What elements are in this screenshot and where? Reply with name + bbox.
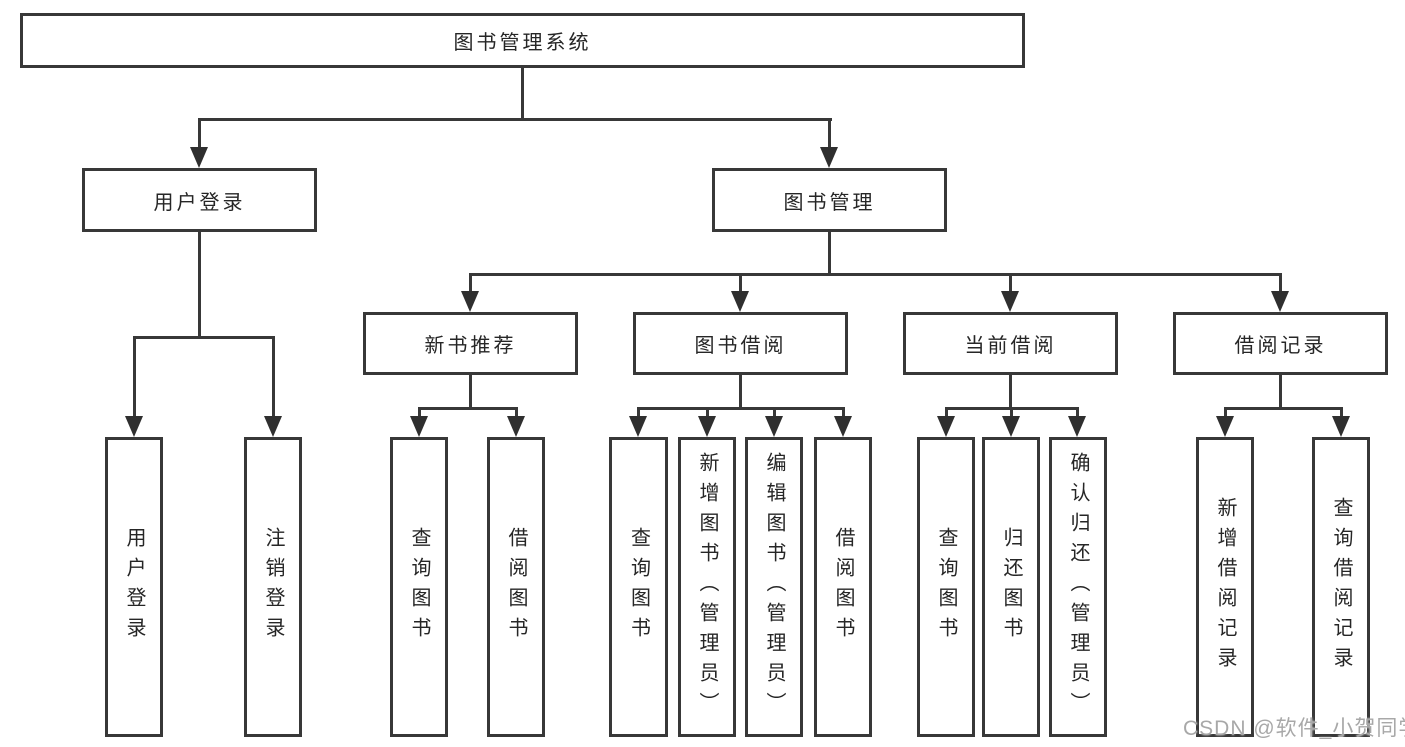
leaf-nb-query-books-label: 查询图书 [408, 527, 430, 647]
connector-drop-book-management [828, 118, 831, 150]
node-book-borrow: 图书借阅 [633, 312, 848, 375]
connector-drop-borrow-records [1279, 273, 1282, 295]
node-book-borrow-label: 图书借阅 [694, 335, 787, 357]
arrowhead-cb-return [1002, 416, 1020, 437]
leaf-bb-edit-books-admin-label: 编辑图书（管理员） [763, 452, 785, 722]
connector-drop-br-add [1224, 407, 1227, 421]
arrowhead-br-add [1216, 416, 1234, 437]
node-current-borrow-label: 当前借阅 [964, 335, 1057, 357]
node-new-books-label: 新书推荐 [424, 335, 517, 357]
connector-drop-br-query [1340, 407, 1343, 421]
connector-drop-cb-confirm [1076, 407, 1079, 421]
connector-drop-nb-query [418, 407, 421, 421]
connector-drop-book-borrow [739, 273, 742, 295]
leaf-br-query-record-label: 查询借阅记录 [1330, 497, 1352, 677]
arrowhead-book-management [820, 147, 838, 168]
leaf-br-add-record: 新增借阅记录 [1196, 437, 1254, 737]
leaf-bb-edit-books-admin: 编辑图书（管理员） [745, 437, 803, 737]
leaf-br-query-record: 查询借阅记录 [1312, 437, 1370, 737]
node-new-books: 新书推荐 [363, 312, 578, 375]
connector-drop-cb-return [1010, 407, 1013, 421]
connector-drop-new-books [469, 273, 472, 295]
arrowhead-logout-leaf [264, 416, 282, 437]
node-root: 图书管理系统 [20, 13, 1025, 68]
connector-drop-login-leaf [133, 336, 136, 418]
connector-book-borrow-stem [739, 375, 742, 407]
connector-new-books-stem [469, 375, 472, 407]
leaf-user-login: 用户登录 [105, 437, 163, 737]
node-root-label: 图书管理系统 [453, 32, 592, 54]
connector-user-login-bar [133, 336, 274, 339]
node-user-login: 用户登录 [82, 168, 317, 232]
connector-borrow-records-stem [1279, 375, 1282, 407]
leaf-cb-query-books: 查询图书 [917, 437, 975, 737]
connector-book-borrow-bar [637, 407, 844, 410]
node-book-management-label: 图书管理 [783, 191, 876, 214]
csdn-watermark: CSDN @软件_小贺同学 [1183, 712, 1405, 742]
leaf-logout: 注销登录 [244, 437, 302, 737]
arrowhead-new-books [461, 291, 479, 312]
arrowhead-login-leaf [125, 416, 143, 437]
arrowhead-nb-borrow [507, 416, 525, 437]
leaf-bb-add-books-admin: 新增图书（管理员） [678, 437, 736, 737]
leaf-cb-return-books: 归还图书 [982, 437, 1040, 737]
leaf-bb-borrow-books: 借阅图书 [814, 437, 872, 737]
arrowhead-user-login [190, 147, 208, 168]
leaf-bb-query-books: 查询图书 [609, 437, 668, 737]
arrowhead-bb-add [698, 416, 716, 437]
leaf-cb-return-books-label: 归还图书 [1000, 527, 1022, 647]
leaf-nb-query-books: 查询图书 [390, 437, 448, 737]
connector-drop-current-borrow [1009, 273, 1012, 295]
connector-drop-bb-borrow [842, 407, 845, 421]
leaf-bb-borrow-books-label: 借阅图书 [832, 527, 854, 647]
node-borrow-records: 借阅记录 [1173, 312, 1388, 375]
arrowhead-cb-query [937, 416, 955, 437]
arrowhead-nb-query [410, 416, 428, 437]
connector-drop-user-login [198, 118, 201, 150]
leaf-cb-confirm-return-admin-label: 确认归还（管理员） [1067, 452, 1089, 722]
connector-drop-bb-query [637, 407, 640, 421]
connector-drop-bb-add [706, 407, 709, 421]
node-current-borrow: 当前借阅 [903, 312, 1118, 375]
leaf-cb-query-books-label: 查询图书 [935, 527, 957, 647]
arrowhead-borrow-records [1271, 291, 1289, 312]
csdn-watermark-text: CSDN @软件_小贺同学 [1183, 717, 1405, 740]
connector-new-books-bar [418, 407, 518, 410]
arrowhead-current-borrow [1001, 291, 1019, 312]
leaf-user-login-label: 用户登录 [123, 527, 145, 647]
node-user-login-label: 用户登录 [153, 191, 246, 214]
leaf-bb-query-books-label: 查询图书 [627, 527, 650, 647]
connector-drop-nb-borrow [515, 407, 518, 421]
leaf-cb-confirm-return-admin: 确认归还（管理员） [1049, 437, 1107, 737]
arrowhead-bb-borrow [834, 416, 852, 437]
arrowhead-bb-edit [765, 416, 783, 437]
connector-book-management-bar [469, 273, 1282, 276]
arrowhead-book-borrow [731, 291, 749, 312]
connector-drop-bb-edit [773, 407, 776, 421]
arrowhead-cb-confirm [1068, 416, 1086, 437]
leaf-bb-add-books-admin-label: 新增图书（管理员） [696, 452, 718, 722]
node-book-management: 图书管理 [712, 168, 947, 232]
connector-drop-cb-query [945, 407, 948, 421]
leaf-nb-borrow-books: 借阅图书 [487, 437, 545, 737]
connector-root-stem [521, 68, 524, 118]
arrowhead-bb-query [629, 416, 647, 437]
connector-root-bar [198, 118, 832, 121]
leaf-br-add-record-label: 新增借阅记录 [1214, 497, 1236, 677]
arrowhead-br-query [1332, 416, 1350, 437]
connector-drop-logout-leaf [272, 336, 275, 418]
connector-current-borrow-stem [1009, 375, 1012, 407]
leaf-logout-label: 注销登录 [262, 527, 284, 647]
connector-user-login-stem [198, 232, 201, 336]
connector-book-management-stem [828, 232, 831, 273]
node-borrow-records-label: 借阅记录 [1234, 335, 1327, 357]
connector-borrow-records-bar [1224, 407, 1342, 410]
leaf-nb-borrow-books-label: 借阅图书 [505, 527, 527, 647]
